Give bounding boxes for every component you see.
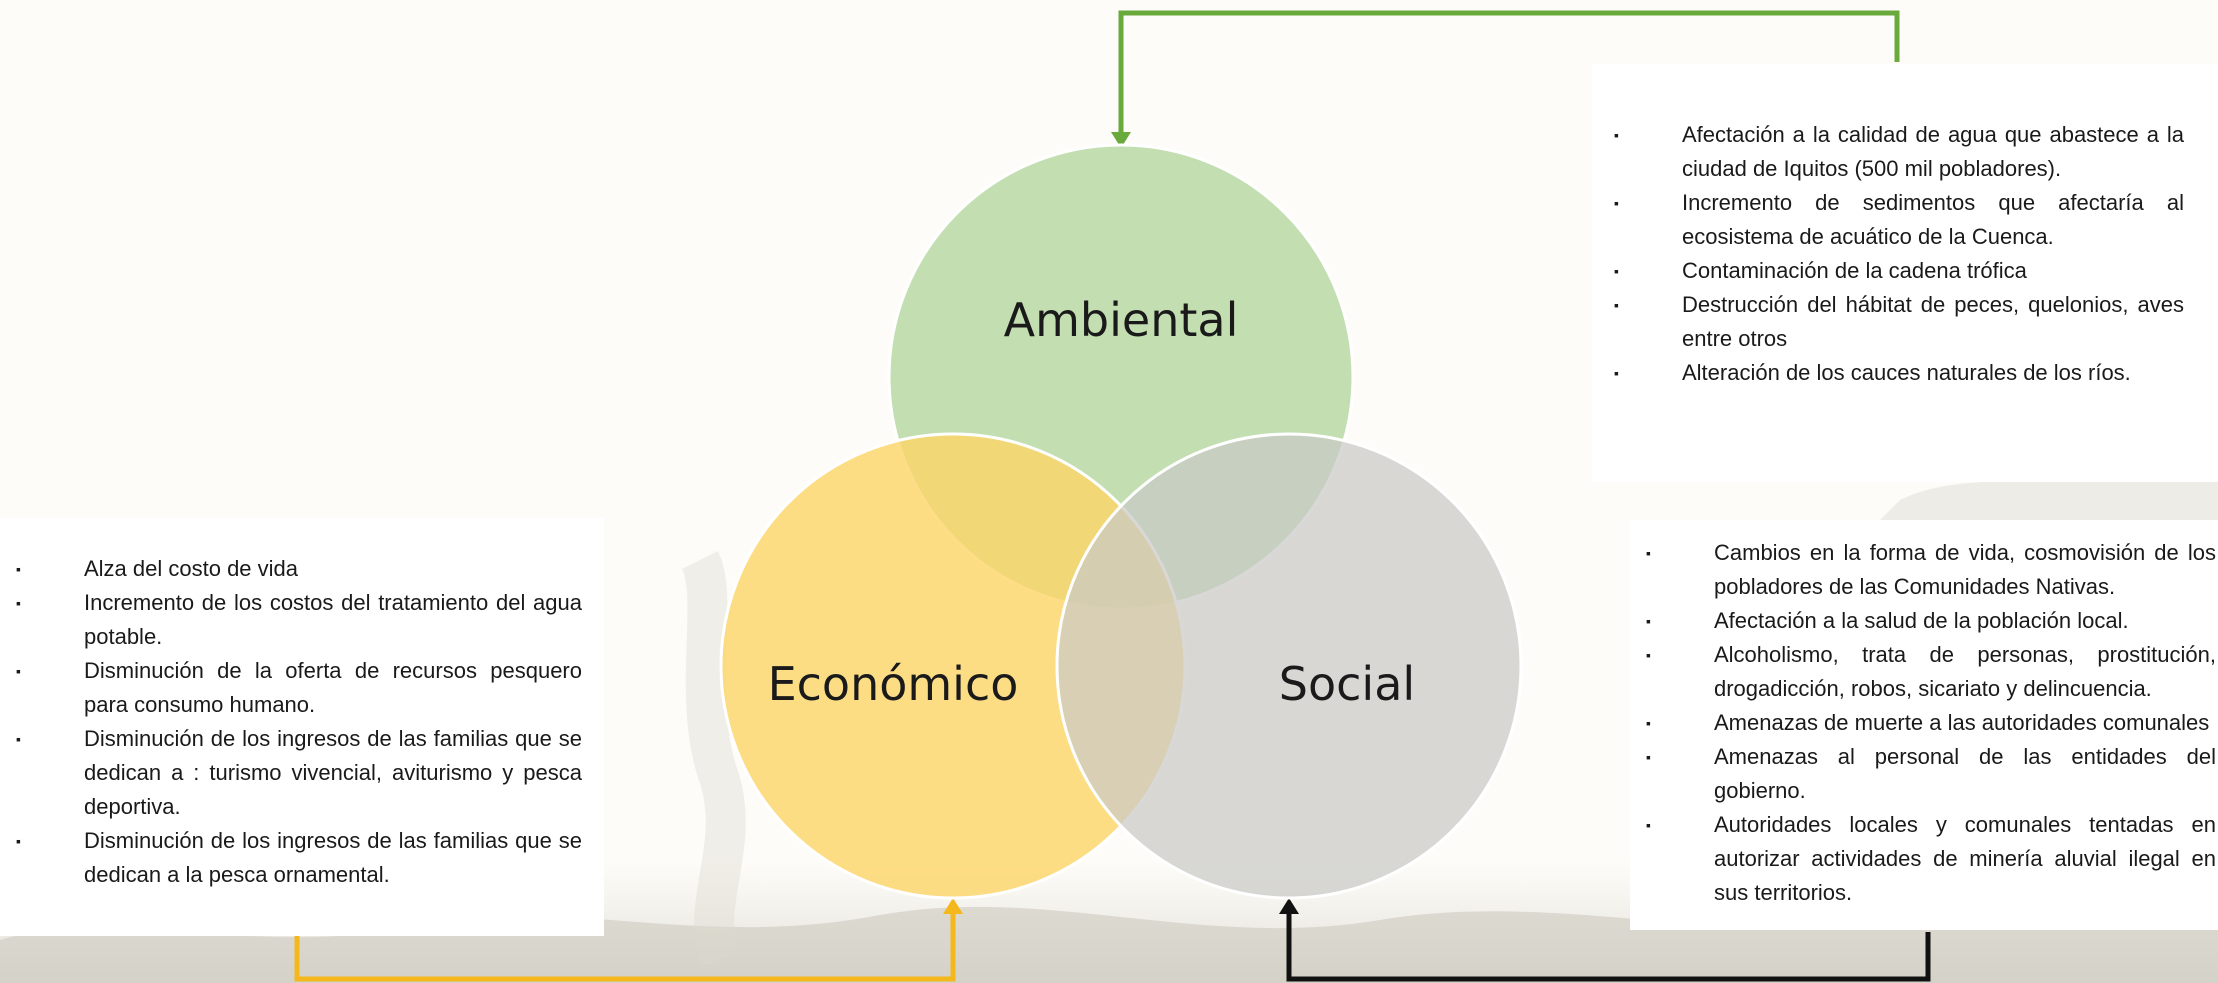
social-impacts-list: ▪Cambios en la forma de vida, cosmovisió… [1644,536,2216,910]
economico-impacts-box: ▪Alza del costo de vida ▪Incremento de l… [0,518,604,936]
venn-label-economico: Económico [768,657,1019,711]
economico-impacts-list: ▪Alza del costo de vida ▪Incremento de l… [14,552,582,892]
arrow-economico-head [943,898,963,914]
arrow-social-head [1279,898,1299,914]
list-item: ▪Disminución de los ingresos de las fami… [14,722,582,824]
bullet-icon: ▪ [16,731,21,747]
list-item: ▪Disminución de los ingresos de las fami… [14,824,582,892]
list-item: ▪Alteración de los cauces naturales de l… [1612,356,2184,390]
venn-label-ambiental: Ambiental [1004,293,1239,347]
bullet-icon: ▪ [1646,749,1651,765]
list-item: ▪Amenazas al personal de las entidades d… [1644,740,2216,808]
list-item: ▪Alcoholismo, trata de personas, prostit… [1644,638,2216,706]
venn-circle-social [1055,432,1523,900]
bullet-icon: ▪ [1646,545,1651,561]
list-item: ▪Contaminación de la cadena trófica [1612,254,2184,288]
arrow-social-connector [1286,912,1931,982]
venn-label-social: Social [1279,657,1415,711]
list-item: ▪Afectación a la calidad de agua que aba… [1612,118,2184,186]
bullet-icon: ▪ [1646,647,1651,663]
arrow-ambiental-connector [1118,10,1900,136]
bullet-icon: ▪ [16,595,21,611]
arrow-economico-connector [294,912,956,982]
list-item: ▪Autoridades locales y comunales tentada… [1644,808,2216,910]
bullet-icon: ▪ [1614,263,1619,279]
ambiental-impacts-list: ▪Afectación a la calidad de agua que aba… [1612,118,2184,390]
bullet-icon: ▪ [16,833,21,849]
bullet-icon: ▪ [1646,817,1651,833]
bullet-icon: ▪ [1646,715,1651,731]
list-item: ▪Disminución de la oferta de recursos pe… [14,654,582,722]
bullet-icon: ▪ [1614,195,1619,211]
list-item: ▪Afectación a la salud de la población l… [1644,604,2216,638]
list-item: ▪Destrucción del hábitat de peces, quelo… [1612,288,2184,356]
list-item: ▪Incremento de sedimentos que afectaría … [1612,186,2184,254]
list-item: ▪Alza del costo de vida [14,552,582,586]
bullet-icon: ▪ [1614,297,1619,313]
bullet-icon: ▪ [16,561,21,577]
social-impacts-box: ▪Cambios en la forma de vida, cosmovisió… [1630,520,2218,930]
list-item: ▪Amenazas de muerte a las autoridades co… [1644,706,2216,740]
arrow-ambiental-head [1111,132,1131,148]
bullet-icon: ▪ [16,663,21,679]
bullet-icon: ▪ [1614,127,1619,143]
list-item: ▪Incremento de los costos del tratamient… [14,586,582,654]
ambiental-impacts-box: ▪Afectación a la calidad de agua que aba… [1592,64,2218,482]
bullet-icon: ▪ [1646,613,1651,629]
list-item: ▪Cambios en la forma de vida, cosmovisió… [1644,536,2216,604]
bullet-icon: ▪ [1614,365,1619,381]
